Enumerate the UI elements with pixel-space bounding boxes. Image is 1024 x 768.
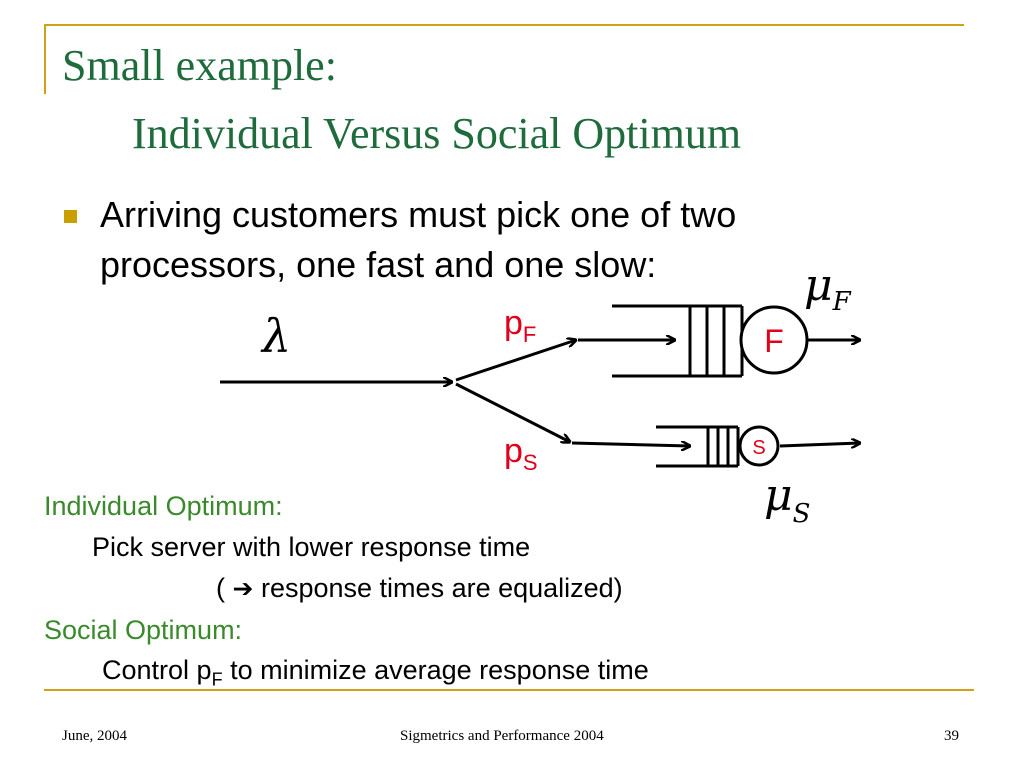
mu-f-label: μF (804, 260, 852, 317)
equalized-line: ( ➔ response times are equalized) (216, 572, 623, 605)
slow-server-out-arrow (779, 443, 860, 446)
slide-subtitle: Individual Versus Social Optimum (132, 109, 742, 158)
footer-page-number: 39 (944, 728, 959, 744)
mu-s-label: μS (764, 470, 810, 529)
frame-top-line (44, 24, 964, 26)
social-optimum-heading: Social Optimum: (44, 615, 243, 645)
mu-f-symbol: μ (804, 260, 833, 311)
bullet-text: Arriving customers must pick one of two … (100, 194, 737, 285)
fast-server-label: F (764, 323, 784, 359)
individual-optimum-heading: Individual Optimum: (44, 491, 283, 521)
social-prefix: Control p (102, 655, 212, 685)
p-f-label: pF (504, 304, 536, 347)
p-f-letter: p (504, 304, 523, 342)
split-to-slow-arrow (455, 382, 570, 442)
mu-f-subscript: F (832, 287, 852, 317)
mu-s-subscript: S (793, 499, 811, 529)
bullet-square-icon (64, 210, 77, 223)
footer-conference: Sigmetrics and Performance 2004 (400, 728, 604, 744)
slow-server-label: S (752, 437, 765, 459)
social-optimum-line: Control pF to minimize average response … (102, 654, 649, 695)
equalized-open-paren: ( (216, 573, 225, 603)
individual-optimum-line: Pick server with lower response time (92, 532, 531, 562)
social-suffix: to minimize average response time (222, 655, 649, 685)
mu-s-symbol: μ (764, 470, 793, 521)
p-s-label: pS (504, 432, 538, 475)
fast-server-circle (739, 305, 809, 375)
slow-queue-in-arrow (571, 443, 690, 446)
frame-left-line (44, 24, 46, 94)
social-subscript: F (211, 669, 223, 690)
split-to-fast-arrow (455, 340, 576, 382)
right-arrow-icon: ➔ (232, 574, 254, 603)
equalized-text: response times are equalized) (260, 573, 623, 603)
p-s-subscript: S (523, 450, 538, 475)
footer-date: June, 2004 (62, 728, 127, 744)
frame-bottom-line (44, 689, 974, 691)
lambda-symbol: λ (260, 309, 291, 363)
p-s-letter: p (504, 432, 523, 470)
slide-title: Small example: (62, 41, 337, 90)
p-f-subscript: F (523, 322, 536, 347)
slow-server-circle (738, 425, 780, 467)
